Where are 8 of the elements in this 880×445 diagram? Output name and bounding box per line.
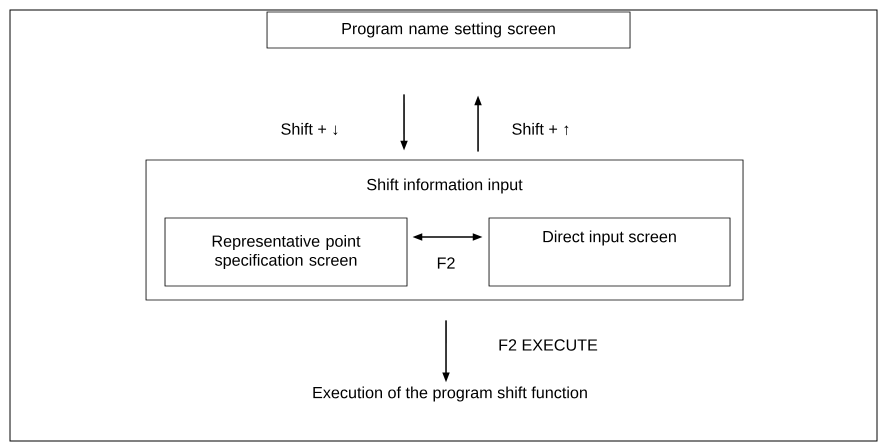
edge-label: F2 — [435, 256, 457, 270]
screen-box: Program name setting screen — [266, 12, 630, 48]
result-text: Execution of the program shift function — [313, 386, 587, 402]
screen-box: Direct input screen — [488, 218, 730, 286]
edge-label: F2 EXECUTE — [496, 338, 600, 352]
edge-label: Shift + ↓ — [279, 122, 341, 136]
edge-label: Shift + ↑ — [510, 122, 572, 136]
screen-box: Representative point specification screen — [164, 218, 408, 286]
